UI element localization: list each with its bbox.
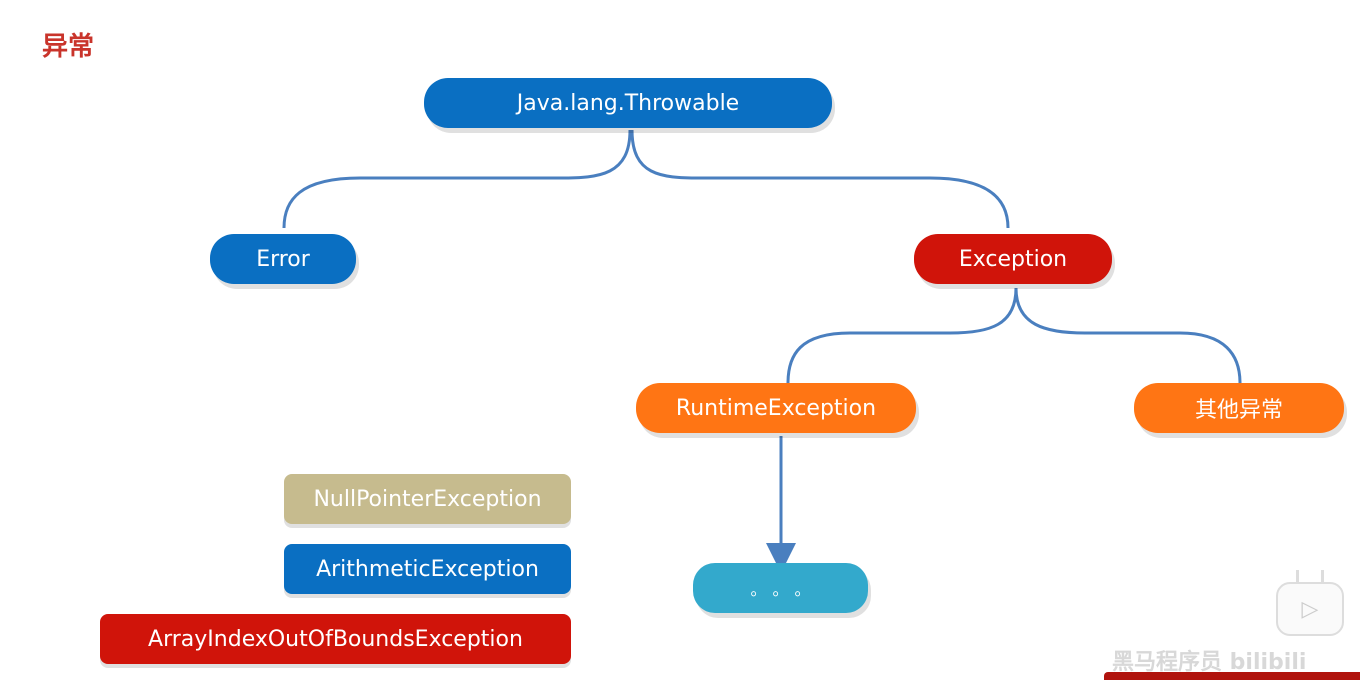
subtitle-banner (1104, 672, 1360, 680)
play-icon[interactable]: ▷ (1276, 582, 1344, 636)
node-other-exceptions: 其他异常 (1134, 383, 1344, 433)
connector-exception-other (1014, 287, 1242, 384)
node-throwable: Java.lang.Throwable (424, 78, 832, 128)
example-arithmetic: ArithmeticException (284, 544, 571, 594)
connector-throwable-error (282, 129, 632, 229)
player-antenna-icon (1296, 570, 1324, 584)
node-exception: Exception (914, 234, 1112, 284)
node-ellipsis: 。。。 (693, 563, 868, 613)
node-error: Error (210, 234, 356, 284)
connector-throwable-exception (630, 129, 1010, 229)
example-array-index-out-of-bounds: ArrayIndexOutOfBoundsException (100, 614, 571, 664)
node-runtime-exception: RuntimeException (636, 383, 916, 433)
example-null-pointer: NullPointerException (284, 474, 571, 524)
connector-exception-runtime (786, 287, 1018, 384)
watermark: 黑马程序员 bilibili (1112, 650, 1307, 675)
page-title: 异常 (42, 32, 95, 62)
